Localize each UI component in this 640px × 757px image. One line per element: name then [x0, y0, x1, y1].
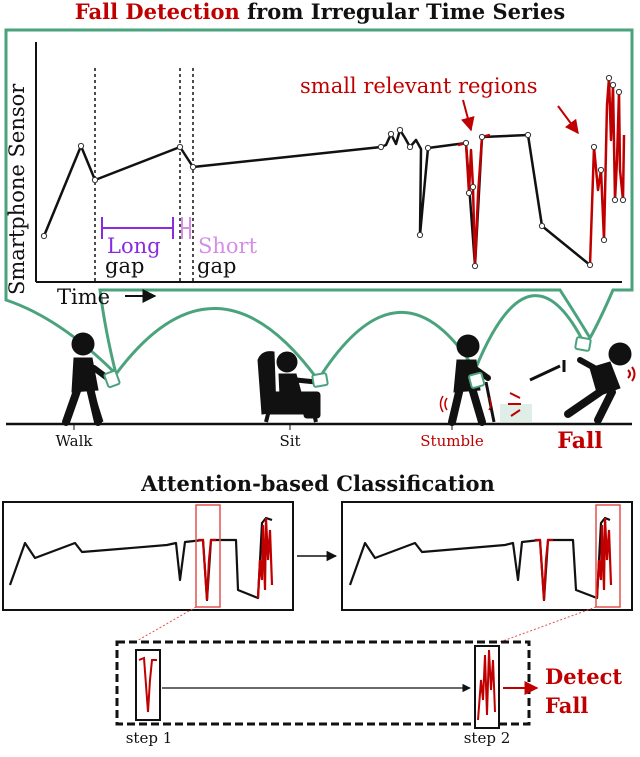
- attention-box-left: [195, 504, 221, 608]
- sensor-panel-frame: [4, 28, 634, 379]
- detect-label-1: Detect: [545, 664, 622, 689]
- sitting-person-icon: [257, 351, 321, 423]
- step2-label: step 2: [464, 729, 511, 747]
- step1-label: step 1: [126, 729, 173, 747]
- short-gap-label-2: gap: [197, 254, 236, 278]
- mini-series-left-red-2: [256, 517, 274, 599]
- mini-series-right-red-1: [535, 538, 553, 601]
- title-highlight: Fall Detection: [75, 0, 240, 24]
- activity-label-fall: Fall: [557, 428, 602, 454]
- impact-icon: [508, 366, 636, 417]
- activity-arc-1: [114, 307, 320, 381]
- long-gap-bracket: [101, 217, 174, 239]
- zoom-connector-right: [499, 606, 597, 643]
- relevant-regions-annotation: small relevant regions: [300, 74, 538, 98]
- activity-arc-3: [473, 294, 587, 371]
- activity-label-walk: Walk: [56, 432, 94, 450]
- activity-ticks: [73, 424, 453, 430]
- sensor-sample-points: [40, 74, 627, 270]
- short-gap-label: Short: [198, 234, 258, 258]
- mini-series-left-red-1: [198, 538, 216, 601]
- zoom-connector-left: [134, 606, 197, 643]
- annotation-arrow-2: [557, 105, 579, 135]
- step2-series: [477, 649, 496, 721]
- short-gap-bracket: [181, 217, 191, 239]
- activity-label-sit: Sit: [279, 432, 300, 450]
- phone-icon-sit: [311, 372, 329, 388]
- annotation-arrow-1: [460, 99, 475, 132]
- diagram-title: Fall Detection from Irregular Time Serie…: [75, 0, 565, 24]
- detect-label-2: Fall: [545, 693, 588, 718]
- attention-steps-frame: [115, 640, 531, 726]
- attention-box-right: [595, 504, 621, 608]
- activity-arc-2: [316, 311, 477, 381]
- falling-person-icon: [529, 342, 632, 424]
- x-axis-label: Time: [57, 285, 110, 309]
- shake-lines-icon: [439, 395, 492, 413]
- walking-person-icon: [62, 332, 113, 426]
- activity-label-stumble: Stumble: [420, 432, 484, 450]
- attention-title: Attention-based Classification: [140, 471, 495, 496]
- y-axis-label: Smartphone Sensor: [5, 83, 29, 295]
- long-gap-label-2: gap: [105, 254, 144, 278]
- title-rest: from Irregular Time Series: [240, 0, 565, 24]
- phone-icon-walk: [103, 369, 121, 389]
- step1-series: [138, 656, 157, 713]
- phone-icon-fall: [574, 336, 592, 352]
- mini-series-right-red-2: [595, 517, 613, 599]
- phone-icon-stumble: [468, 371, 486, 389]
- long-gap-label: Long: [107, 234, 161, 258]
- sensor-series-red-2: [588, 76, 626, 266]
- attention-chart-left: [2, 501, 294, 611]
